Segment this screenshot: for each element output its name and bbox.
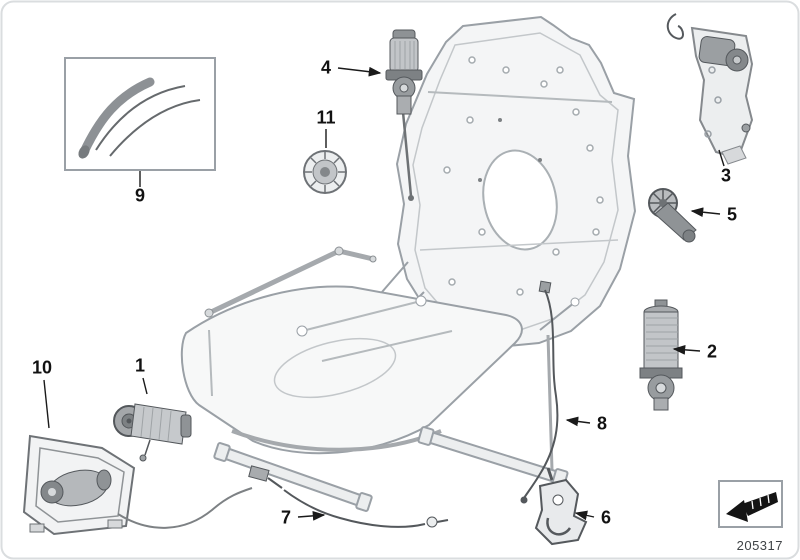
part-5-gear-motor [648,188,697,243]
leader-line-6 [574,510,595,521]
direction-arrow-box [718,480,783,528]
leader-line-2 [672,344,701,355]
leader-line-1 [142,377,148,395]
part-8-cable [520,280,559,504]
callout-6[interactable]: 6 [600,507,612,528]
callout-9[interactable]: 9 [134,185,146,206]
leader-line-8 [565,416,591,427]
leader-line-5 [690,207,721,218]
callout-8[interactable]: 8 [596,413,608,434]
part-1-seat-motor [113,403,192,462]
callout-11[interactable]: 11 [316,107,336,128]
part-4-drive-motor [385,29,423,201]
leader-line-4 [337,66,382,77]
callout-7[interactable]: 7 [280,507,292,528]
callout-10[interactable]: 10 [31,357,53,378]
part-2-adjustment-motor [639,299,683,411]
callout-2[interactable]: 2 [706,341,718,362]
callout-5[interactable]: 5 [726,204,738,225]
leader-line-7 [297,510,326,521]
diagram-part-number: 205317 [736,538,783,553]
leader-line-10 [43,379,50,429]
callout-1[interactable]: 1 [134,355,146,376]
leader-lines [43,66,725,521]
part-seat-base-frame [180,246,580,512]
part-7-cable [248,465,449,528]
leader-line-3 [718,149,725,167]
part-9-cable-box [64,57,216,171]
part-10-drive-assembly [22,434,253,536]
part-6-latch [534,467,588,546]
part-backrest-panel [381,15,637,349]
part-3-bracket-drive [666,13,754,165]
callout-3[interactable]: 3 [720,165,732,186]
callout-4[interactable]: 4 [320,57,332,78]
direction-arrow-icon [726,492,778,522]
part-11-bushing [303,150,347,194]
